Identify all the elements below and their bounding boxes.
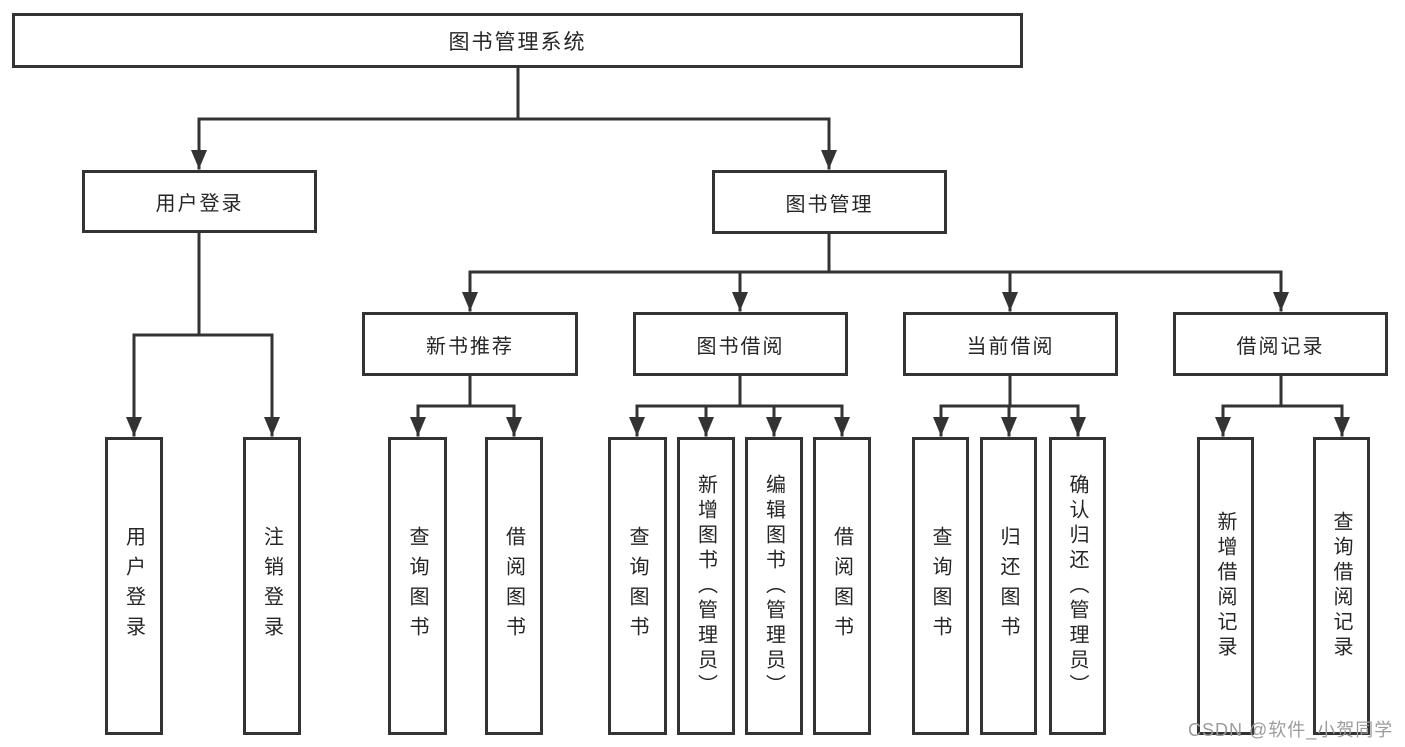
leaf-user-login: 用户登录	[105, 437, 163, 735]
node-user-login: 用户登录	[82, 170, 317, 233]
leaf-query-books-borrowing: 查询图书	[608, 437, 667, 735]
leaf-edit-books-admin: 编辑图书（管理员）	[745, 437, 803, 735]
leaf-logout: 注销登录	[243, 437, 301, 735]
leaf-borrow-books-borrowing: 借阅图书	[813, 437, 871, 735]
leaf-add-books-admin: 新增图书（管理员）	[677, 437, 735, 735]
leaf-query-books-current: 查询图书	[912, 437, 969, 735]
node-book-management: 图书管理	[712, 170, 947, 234]
node-borrow-records: 借阅记录	[1173, 312, 1388, 376]
leaf-query-books-newbook: 查询图书	[388, 437, 447, 735]
node-current-borrowing: 当前借阅	[903, 312, 1118, 376]
leaf-add-borrow-record: 新增借阅记录	[1197, 437, 1254, 735]
leaf-query-borrow-record: 查询借阅记录	[1313, 437, 1370, 735]
node-new-book-recommend: 新书推荐	[362, 312, 578, 376]
leaf-confirm-return-admin: 确认归还（管理员）	[1049, 437, 1106, 735]
leaf-borrow-books-newbook: 借阅图书	[485, 437, 543, 735]
csdn-watermark: CSDN @软件_小贺同学	[1188, 720, 1394, 740]
node-library-system: 图书管理系统	[12, 13, 1023, 68]
node-book-borrowing: 图书借阅	[633, 312, 848, 376]
leaf-return-books: 归还图书	[980, 437, 1037, 735]
